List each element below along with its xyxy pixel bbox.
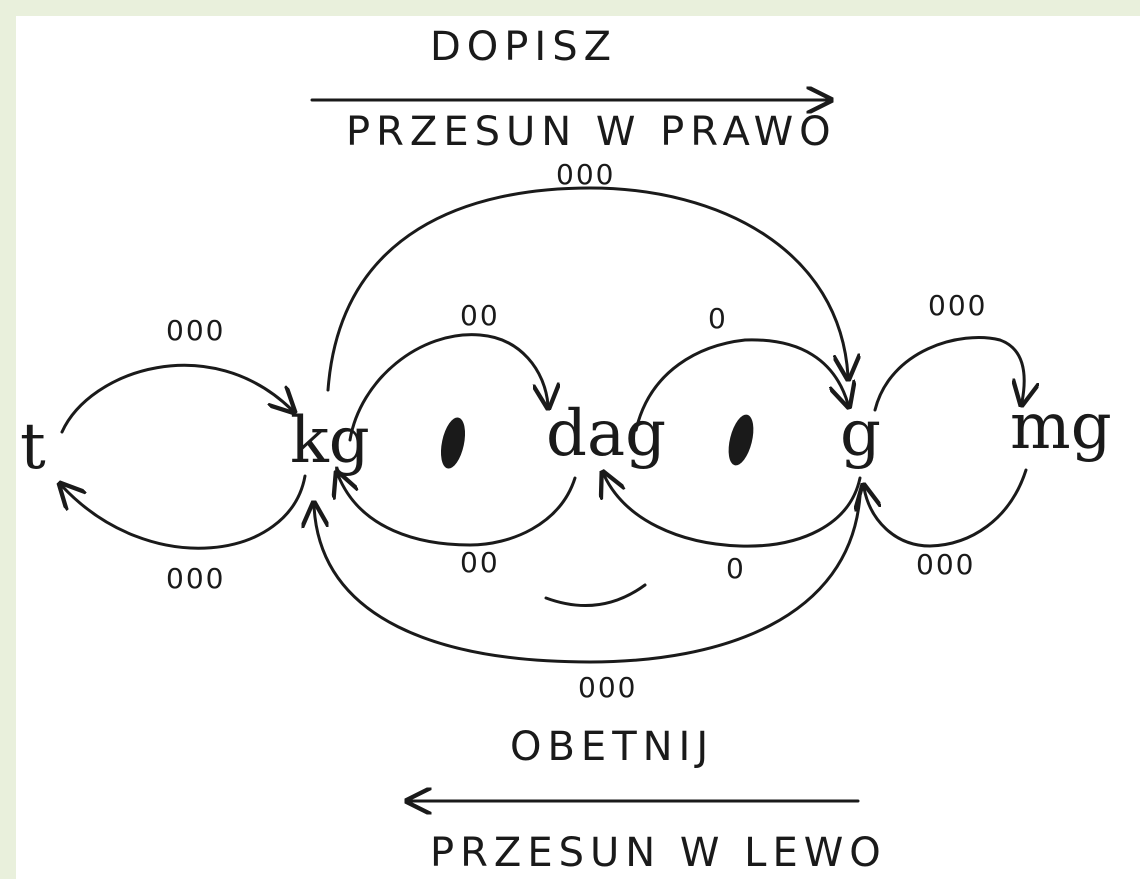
arc-t-to-kg (60, 363, 292, 434)
label-mg-to-g: 000 (916, 548, 975, 581)
arc-kg-to-t (62, 474, 307, 550)
arc-g-to-mg (873, 336, 1024, 412)
unit-mg: mg (1010, 390, 1112, 464)
label-t-to-kg: 000 (166, 314, 225, 347)
face-left-eye (440, 417, 466, 469)
heading-przesun-w-lewo: PRZESUN W LEWO (430, 830, 887, 876)
heading-przesun-w-prawo: PRZESUN W PRAWO (346, 109, 837, 155)
label-g-to-kg: 000 (578, 671, 637, 704)
label-dag-to-g: 0 (708, 302, 728, 335)
label-kg-to-dag: 00 (460, 299, 500, 332)
arc-mg-to-g (864, 468, 1028, 548)
label-kg-to-g: 000 (556, 158, 615, 191)
arc-dag-to-kg (338, 475, 577, 547)
label-g-to-dag: 0 (726, 552, 746, 585)
arc-g-to-dag (604, 475, 862, 548)
heading-dopisz: DOPISZ (430, 24, 617, 70)
label-kg-to-t: 000 (166, 562, 225, 595)
unit-t: t (20, 410, 46, 484)
arc-kg-to-g (326, 186, 848, 392)
face-right-eye (728, 414, 754, 466)
face-mouth (544, 583, 647, 608)
arc-g-to-kg (314, 494, 862, 664)
label-g-to-mg: 000 (928, 289, 987, 322)
label-dag-to-kg: 00 (460, 546, 500, 579)
unit-dag: dag (546, 397, 666, 471)
heading-obetnij: OBETNIJ (510, 724, 714, 770)
arc-kg-to-dag (348, 333, 548, 442)
arc-dag-to-g (634, 338, 848, 432)
